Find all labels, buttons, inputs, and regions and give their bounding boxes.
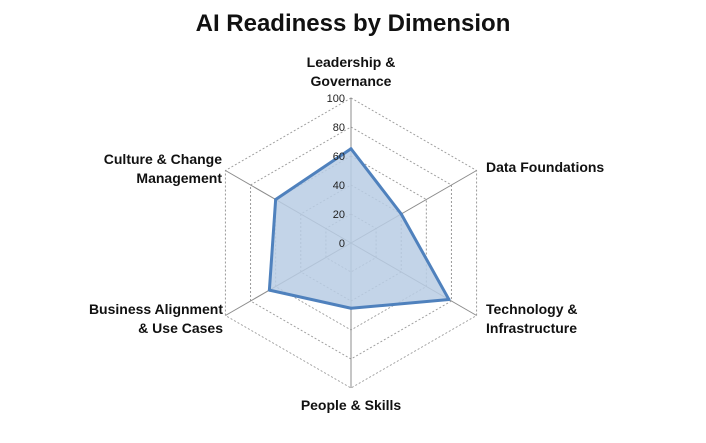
tick-label-100: 100 xyxy=(327,93,345,105)
category-label-0-line-0: Leadership & xyxy=(307,54,396,70)
series-layer xyxy=(267,147,451,310)
category-label-2: Technology & Infrastructure xyxy=(486,301,578,336)
category-label-1: Data Foundations xyxy=(486,159,604,175)
tick-label-40: 40 xyxy=(333,180,345,192)
data-point-1 xyxy=(399,212,403,216)
tick-layer: 0 20 40 60 80 100 xyxy=(327,93,345,250)
category-label-3: People & Skills xyxy=(301,397,402,413)
chart-title: AI Readiness by Dimension xyxy=(195,10,511,37)
category-label-4-line-0: Business Alignment xyxy=(89,301,223,317)
series-polygon xyxy=(267,147,451,310)
data-point-0 xyxy=(349,147,353,151)
data-point-3 xyxy=(349,306,353,310)
data-point-4 xyxy=(267,288,271,292)
tick-label-80: 80 xyxy=(333,122,345,134)
tick-label-0: 0 xyxy=(339,238,345,250)
tick-label-60: 60 xyxy=(333,151,345,163)
category-label-0: Leadership & Governance xyxy=(307,54,396,89)
category-label-5-line-0: Culture & Change xyxy=(104,151,222,167)
data-point-5 xyxy=(274,198,278,201)
category-label-1-line-0: Data Foundations xyxy=(486,159,604,175)
data-point-2 xyxy=(447,298,451,302)
category-label-2-line-1: Infrastructure xyxy=(486,320,577,336)
tick-label-20: 20 xyxy=(333,209,345,221)
category-label-4: Business Alignment & Use Cases xyxy=(89,301,223,336)
category-label-2-line-0: Technology & xyxy=(486,301,578,317)
category-label-3-line-0: People & Skills xyxy=(301,397,402,413)
category-label-0-line-1: Governance xyxy=(311,73,392,89)
category-label-5-line-1: Management xyxy=(136,170,222,186)
category-label-4-line-1: & Use Cases xyxy=(138,320,223,336)
